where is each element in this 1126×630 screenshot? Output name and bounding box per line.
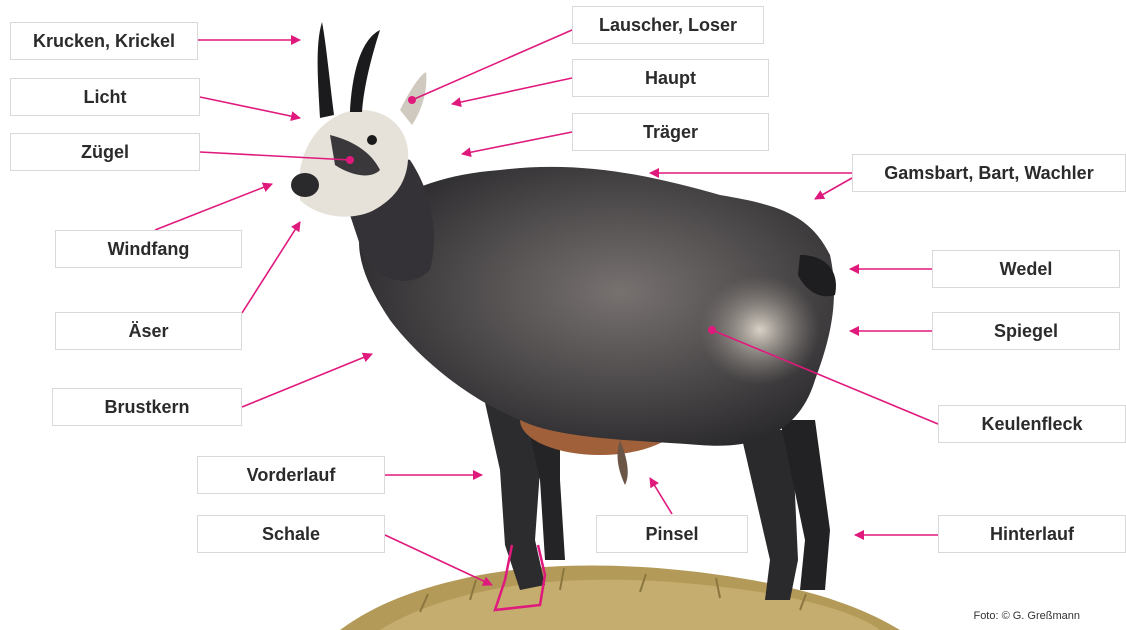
arrow-pinsel: [650, 478, 672, 514]
label-aeser: Äser: [55, 312, 242, 350]
label-krucken: Krucken, Krickel: [10, 22, 198, 60]
label-traeger: Träger: [572, 113, 769, 151]
label-lauscher: Lauscher, Loser: [572, 6, 764, 44]
label-zuegel: Zügel: [10, 133, 200, 171]
arrow-licht: [200, 97, 300, 118]
arrow-windfang: [155, 184, 272, 230]
arrow-aeser: [242, 222, 300, 313]
label-gamsbart: Gamsbart, Bart, Wachler: [852, 154, 1126, 192]
label-keulenfleck: Keulenfleck: [938, 405, 1126, 443]
arrow-schale: [385, 535, 492, 585]
arrow-traeger: [462, 132, 572, 154]
label-pinsel: Pinsel: [596, 515, 748, 553]
label-licht: Licht: [10, 78, 200, 116]
line-lauscher: [412, 30, 572, 100]
label-schale: Schale: [197, 515, 385, 553]
label-wedel: Wedel: [932, 250, 1120, 288]
label-windfang: Windfang: [55, 230, 242, 268]
arrow-gamsbart-2: [815, 178, 852, 199]
label-brustkern: Brustkern: [52, 388, 242, 426]
label-haupt: Haupt: [572, 59, 769, 97]
arrow-brustkern: [242, 354, 372, 407]
arrow-haupt: [452, 78, 572, 104]
photo-credit: Foto: © G. Greßmann: [973, 610, 1080, 622]
label-vorderlauf: Vorderlauf: [197, 456, 385, 494]
label-spiegel: Spiegel: [932, 312, 1120, 350]
label-hinterlauf: Hinterlauf: [938, 515, 1126, 553]
